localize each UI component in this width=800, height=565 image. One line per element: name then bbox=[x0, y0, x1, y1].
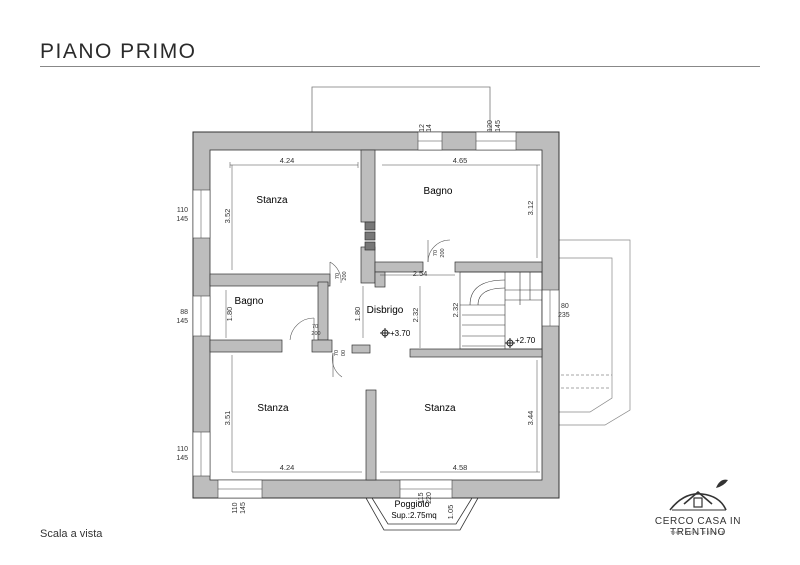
door-label: 70 bbox=[433, 250, 439, 256]
door-label: 70 bbox=[334, 350, 340, 356]
window-label: 145 bbox=[176, 455, 188, 462]
window-label: 145 bbox=[495, 120, 502, 132]
window-label: 115 bbox=[418, 492, 425, 503]
brand-logo: CERCO CASA IN TRENTINO THE REAL ESTATE bbox=[628, 470, 768, 538]
dim-br-height: 3.44 bbox=[526, 411, 535, 426]
level-marker-disbrigo: +3.70 bbox=[380, 328, 411, 338]
dim-disbrigo-width: 2.54 bbox=[413, 269, 428, 278]
window-label: 110 bbox=[177, 446, 188, 453]
dim-disbrigo-vertical: 2.32 bbox=[411, 308, 420, 323]
door-label: 70 bbox=[335, 273, 341, 279]
brand-tagline: THE REAL ESTATE bbox=[670, 530, 726, 535]
window-label: 88 bbox=[180, 309, 188, 316]
title-divider bbox=[40, 66, 760, 67]
dim-disbrigo-height: 1.80 bbox=[353, 307, 362, 322]
level-stair: +2.70 bbox=[515, 336, 536, 345]
poggiolo-outline bbox=[365, 497, 479, 531]
room-label-poggiolo: Poggiolo bbox=[394, 499, 429, 509]
window-glazing bbox=[200, 140, 551, 490]
room-label-disbrigo: Disbrigo bbox=[367, 305, 404, 316]
door-swings bbox=[289, 239, 451, 378]
staircase bbox=[459, 271, 543, 350]
window-label: 110 bbox=[232, 502, 239, 513]
dim-bl-width: 4.24 bbox=[280, 463, 295, 472]
window-label: 80 bbox=[561, 303, 569, 310]
window-label: 14 bbox=[426, 124, 433, 132]
dim-poggiolo-depth: 1.05 bbox=[446, 505, 455, 520]
door-label: 00 bbox=[341, 350, 347, 356]
page-title: PIANO PRIMO bbox=[40, 40, 197, 63]
door-label: 70 bbox=[312, 324, 318, 330]
upper-terrace-outline bbox=[311, 86, 491, 132]
dim-br-width: 4.58 bbox=[453, 463, 468, 472]
house-logo-icon bbox=[669, 479, 728, 511]
dim-tl-width: 4.24 bbox=[280, 156, 295, 165]
brand-name: CERCO CASA IN TRENTINO bbox=[654, 516, 742, 538]
window-label: 120 bbox=[487, 120, 494, 132]
room-label-stanza-top-left: Stanza bbox=[256, 195, 288, 206]
window-label: 145 bbox=[176, 216, 188, 223]
door-label: 200 bbox=[342, 271, 348, 280]
door-label: 200 bbox=[311, 331, 320, 337]
window-label: 145 bbox=[176, 318, 188, 325]
interior-walls bbox=[209, 149, 543, 481]
door-label: 200 bbox=[440, 248, 446, 257]
dim-tr-height: 3.12 bbox=[526, 201, 535, 216]
room-label-stanza-bottom-left: Stanza bbox=[257, 403, 289, 414]
right-terrace-outline bbox=[556, 239, 631, 426]
scale-note: Scala a vista bbox=[40, 528, 103, 540]
room-label-bagno-top-right: Bagno bbox=[424, 186, 453, 197]
dim-bl-height: 3.51 bbox=[223, 411, 232, 426]
dim-bagno-height: 1.80 bbox=[225, 307, 234, 322]
window-label: 110 bbox=[177, 207, 188, 214]
dimension-lines bbox=[225, 162, 540, 473]
room-label-bagno-small: Bagno bbox=[235, 296, 264, 307]
dim-tl-height: 3.52 bbox=[223, 209, 232, 224]
poggiolo-area: Sup.:2.75mq bbox=[391, 511, 436, 520]
level-disbrigo: +3.70 bbox=[390, 329, 411, 338]
window-label: 145 bbox=[240, 502, 247, 514]
room-label-stanza-bottom-right: Stanza bbox=[424, 403, 456, 414]
level-marker-stair: +2.70 bbox=[505, 336, 536, 348]
window-label: 12 bbox=[419, 124, 426, 132]
dim-stair-vertical: 2.32 bbox=[451, 303, 460, 318]
window-label: 235 bbox=[558, 312, 570, 319]
window-label: 220 bbox=[426, 492, 433, 504]
dim-tr-width: 4.65 bbox=[453, 156, 468, 165]
